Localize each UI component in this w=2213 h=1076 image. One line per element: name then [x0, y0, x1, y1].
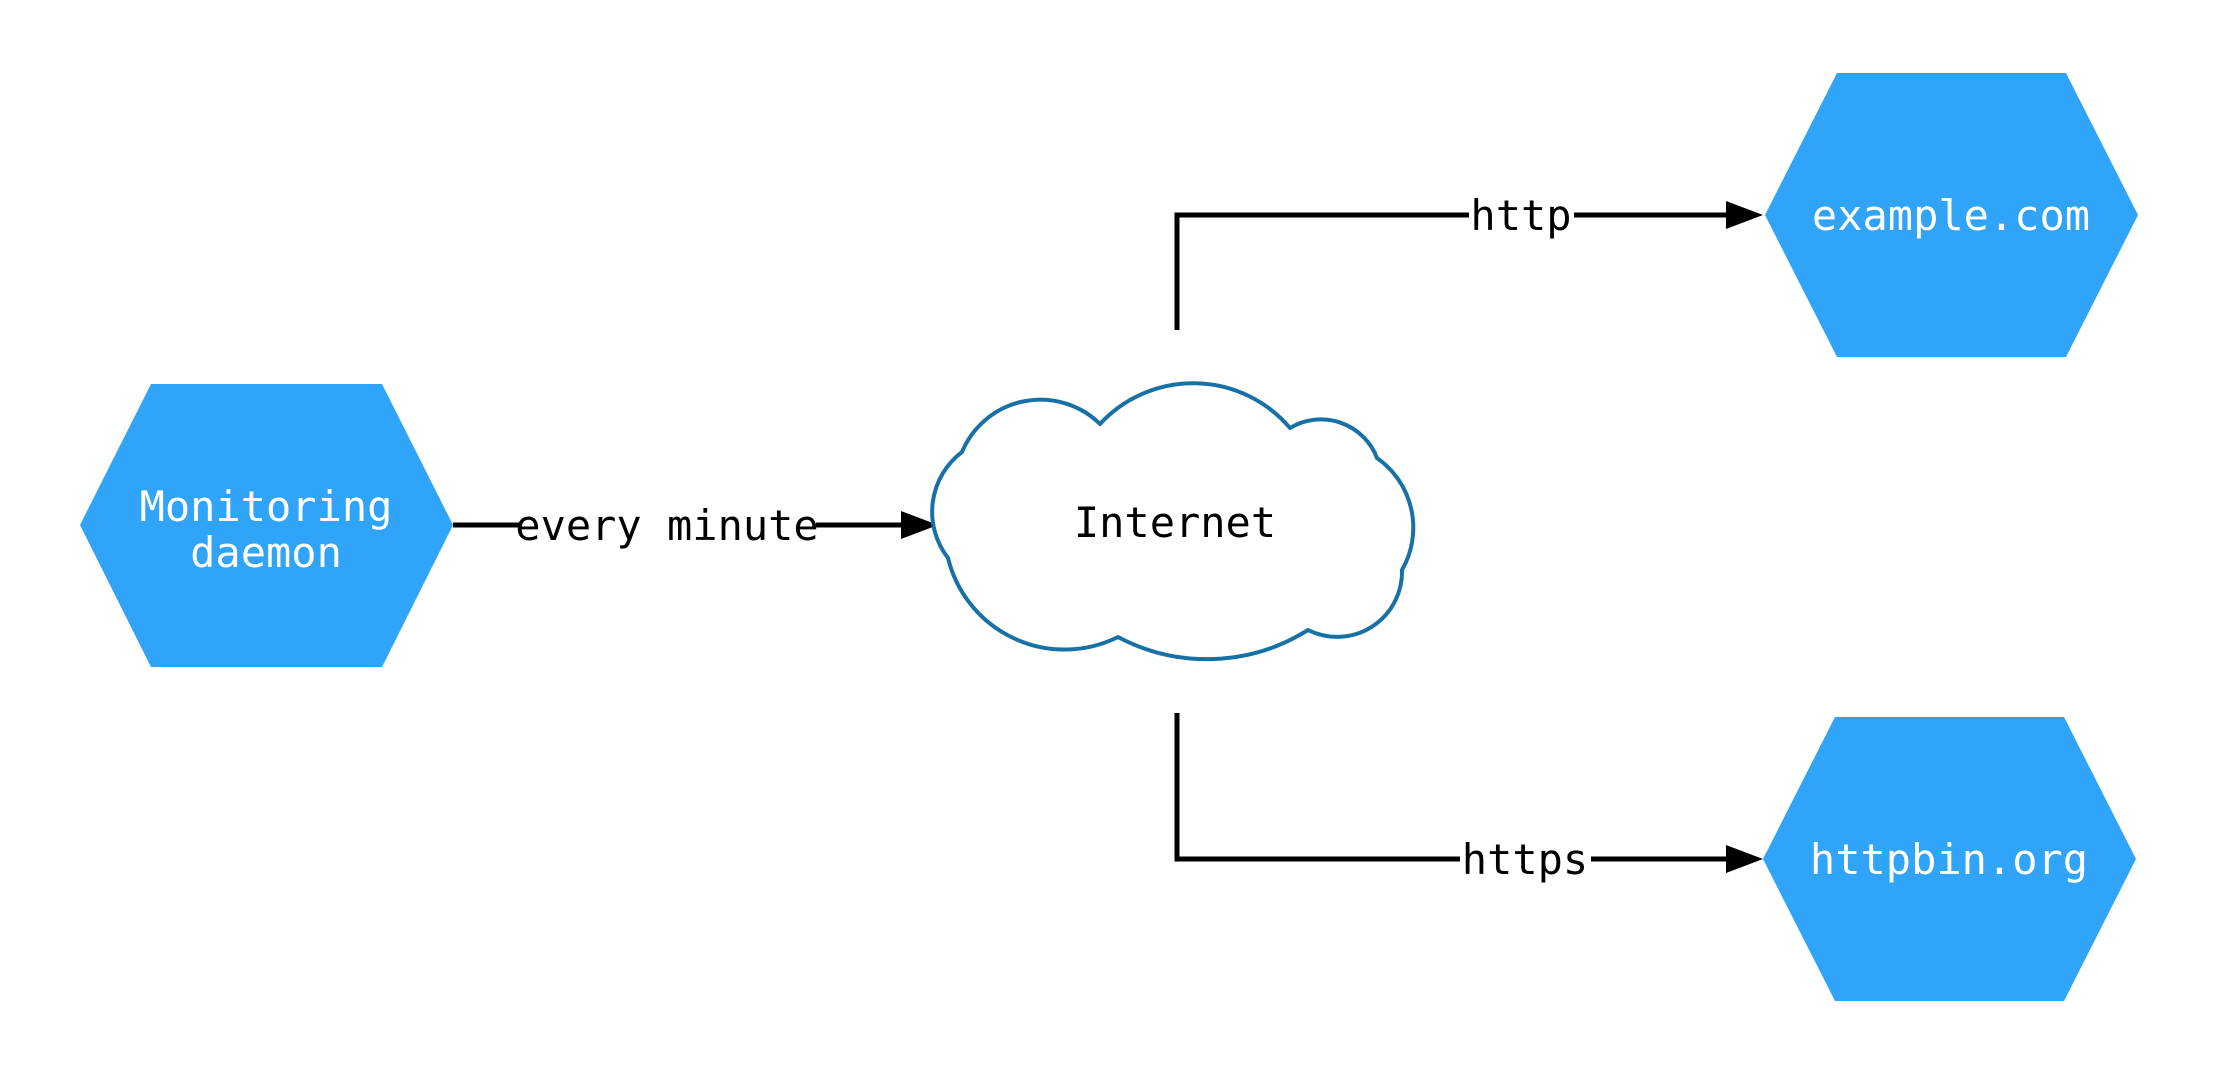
- edge-label-https: https: [1462, 835, 1588, 884]
- node-label-example-com: example.com: [1812, 191, 2090, 240]
- node-label-internet: Internet: [1074, 498, 1276, 547]
- internet-cloud-shape: [930, 381, 1416, 662]
- edge-http: http: [1174, 191, 1763, 330]
- arrowhead-icon: [901, 511, 938, 539]
- edge-label-every-minute: every minute: [515, 501, 818, 550]
- hexagon-shape: [1765, 73, 2138, 357]
- node-internet-cloud: Internet: [930, 381, 1416, 662]
- hexagon-shape: [80, 384, 453, 667]
- node-label-httpbin-org: httpbin.org: [1810, 835, 2088, 884]
- edge-https: https: [1174, 713, 1763, 884]
- node-label-monitoring-line1: Monitoring: [140, 482, 393, 531]
- edge-label-http: http: [1470, 191, 1571, 240]
- edge-every-minute: every minute: [453, 501, 938, 550]
- hexagon-shape: [1763, 717, 2136, 1001]
- arrowhead-icon: [1726, 201, 1763, 229]
- node-example-com: example.com: [1765, 73, 2138, 357]
- edge-line-segment: [1174, 713, 1460, 862]
- node-monitoring-daemon: Monitoring daemon: [80, 384, 453, 667]
- node-label-monitoring-line2: daemon: [190, 528, 342, 577]
- node-httpbin-org: httpbin.org: [1763, 717, 2136, 1001]
- edge-line-segment: [1174, 212, 1469, 330]
- arrowhead-icon: [1726, 845, 1763, 873]
